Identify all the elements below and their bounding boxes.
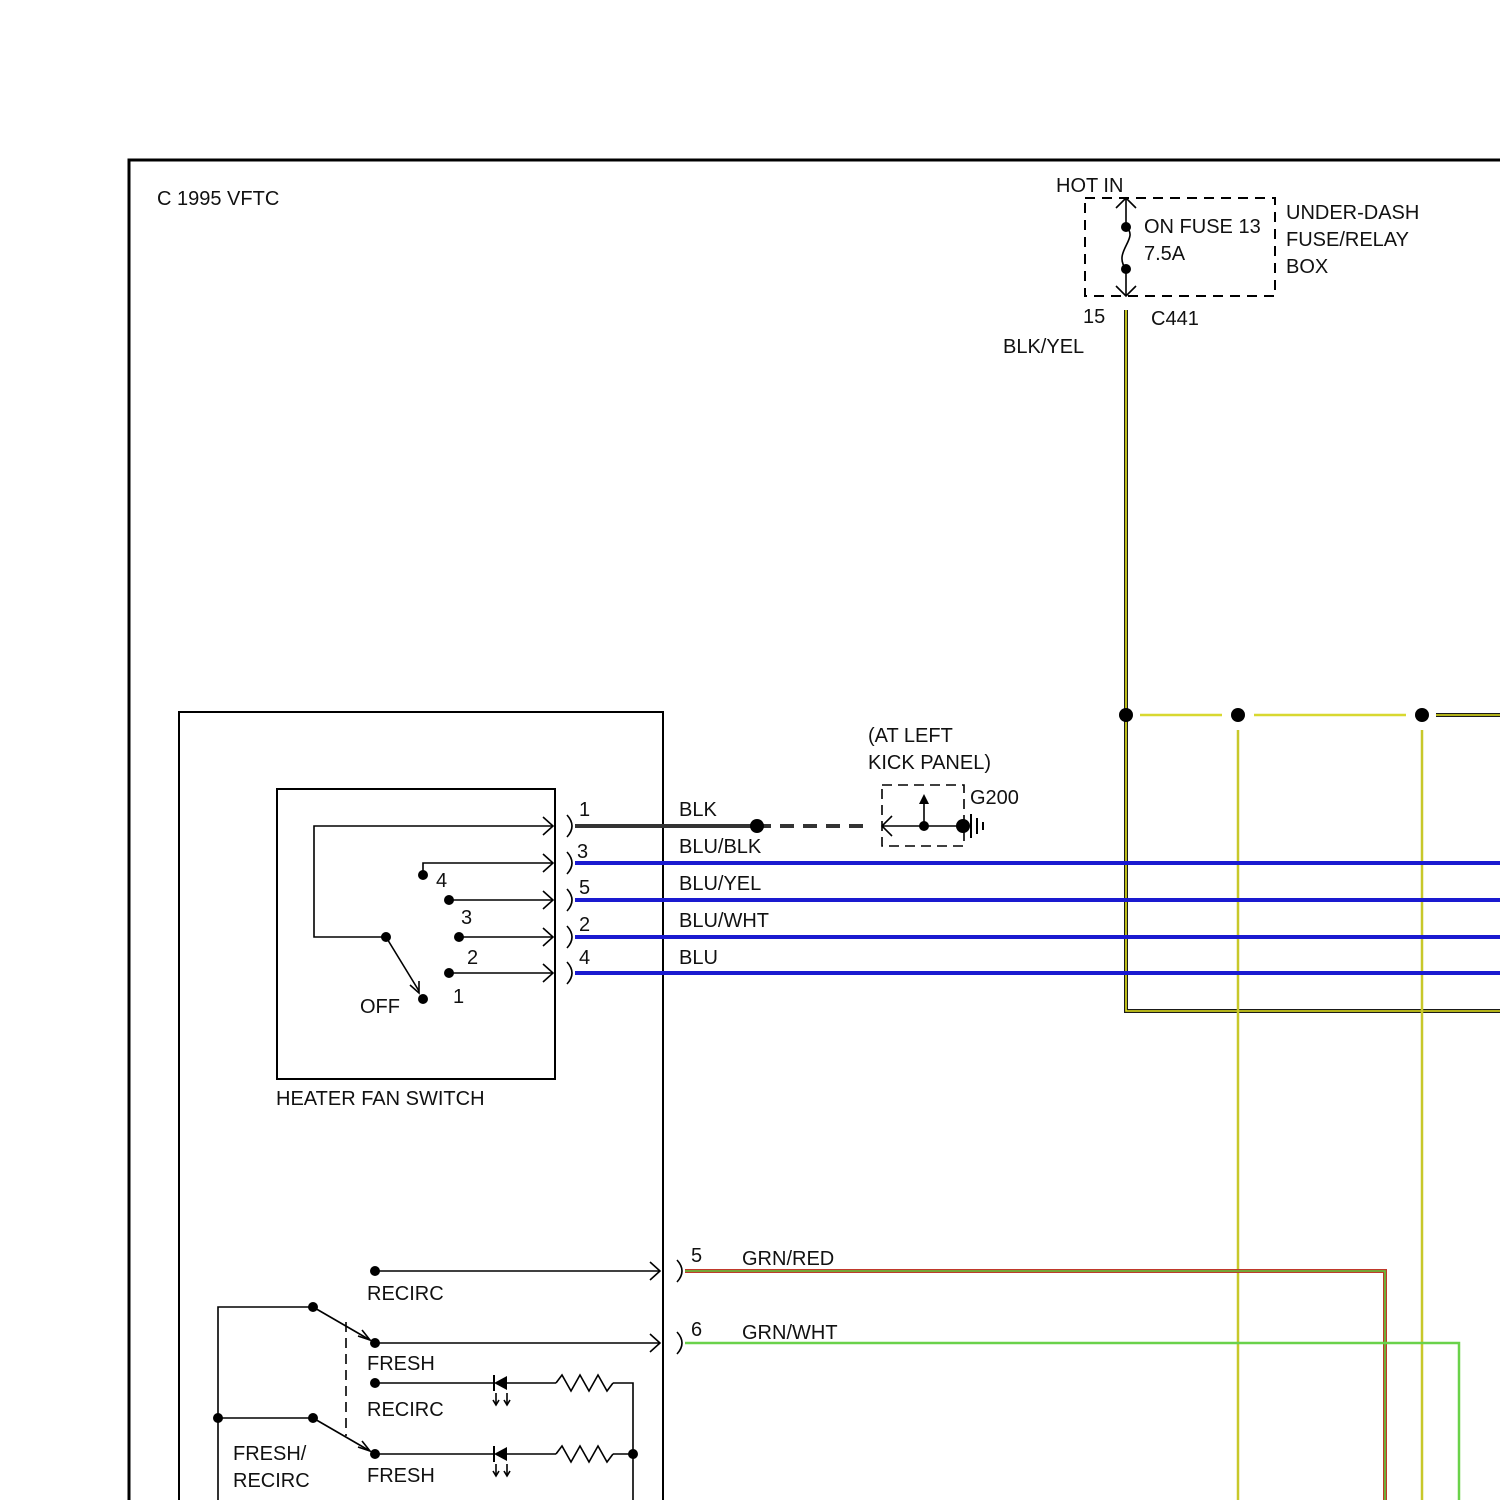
blk-yel-wiring xyxy=(1119,310,1500,1500)
ground-location-line2: KICK PANEL) xyxy=(868,752,991,774)
blk-yel-wire-label: BLK/YEL xyxy=(1003,336,1084,358)
fresh-label-top: FRESH xyxy=(367,1353,435,1375)
wire-label-blu-wht: BLU/WHT xyxy=(679,910,769,932)
contact-dot-1 xyxy=(444,968,454,978)
blk-yel-main-wire-outer xyxy=(1126,310,1500,1011)
recirc-label-top: RECIRC xyxy=(367,1283,444,1305)
connector-pin-4 xyxy=(567,962,572,984)
fresh-label-bottom: FRESH xyxy=(367,1465,435,1487)
fresh-recirc-wires: GRN/RED GRN/WHT xyxy=(685,1248,1459,1500)
wire-label-grn-wht: GRN/WHT xyxy=(742,1322,838,1344)
wire-label-blu-blk: BLU/BLK xyxy=(679,836,762,858)
common-junction xyxy=(213,1413,223,1423)
fuse-pin-label: 15 xyxy=(1083,306,1105,328)
heater-fan-switch-outline xyxy=(277,789,555,1079)
splice-dot-2 xyxy=(1231,708,1245,722)
connector-pin-1 xyxy=(567,815,572,837)
recirc-resistor-return xyxy=(613,1383,633,1500)
grn-wht-wire xyxy=(685,1343,1459,1500)
connector-pin-5-recirc xyxy=(677,1260,682,1282)
blk-yel-main-wire-inner xyxy=(1126,310,1500,1011)
fresh-recirc-switch-label-line1: FRESH/ xyxy=(233,1443,307,1465)
pin-number-3: 3 xyxy=(577,841,588,863)
blade-upper xyxy=(313,1307,370,1340)
wire-label-blu: BLU xyxy=(679,947,718,969)
fuse-label-line1: ON FUSE 13 xyxy=(1144,216,1261,238)
splice-dot-3 xyxy=(1415,708,1429,722)
heater-fan-switch-label: HEATER FAN SWITCH xyxy=(276,1088,485,1110)
ground-arrow-up xyxy=(919,794,929,804)
fresh-led-diode xyxy=(494,1447,507,1461)
contact-dot-3 xyxy=(444,895,454,905)
connector-pin-6-fresh xyxy=(677,1332,682,1354)
contact-dot-4 xyxy=(418,870,428,880)
box-label-line2: FUSE/RELAY xyxy=(1286,229,1409,251)
fresh-recirc-switch-label-line2: RECIRC xyxy=(233,1470,310,1492)
pin-number-6-fresh: 6 xyxy=(691,1319,702,1341)
box-label-line1: UNDER-DASH xyxy=(1286,202,1419,224)
position-label-3: 3 xyxy=(461,907,472,929)
blk-wire-splice xyxy=(750,819,764,833)
grn-red-wire-inner xyxy=(685,1271,1385,1500)
pin-number-2: 2 xyxy=(579,914,590,936)
position-label-4: 4 xyxy=(436,870,447,892)
wire-label-blu-yel: BLU/YEL xyxy=(679,873,761,895)
wire-label-blk: BLK xyxy=(679,799,717,821)
hot-in-label: HOT IN xyxy=(1056,175,1123,197)
connector-pin-5 xyxy=(567,889,572,911)
recirc-led-diode xyxy=(494,1376,507,1390)
pin-number-1: 1 xyxy=(579,799,590,821)
ground-g200: (AT LEFT KICK PANEL) G200 xyxy=(868,725,1019,846)
blade-lower xyxy=(313,1418,370,1451)
switch-common-line xyxy=(314,826,553,937)
connector-pin-2 xyxy=(567,926,572,948)
connector-label: C441 xyxy=(1151,308,1199,330)
grn-red-wire-outer xyxy=(685,1271,1385,1500)
pin-number-4: 4 xyxy=(579,947,590,969)
diagram-frame xyxy=(129,160,1500,1500)
resistor-junction xyxy=(628,1449,638,1459)
pin-number-5-recirc: 5 xyxy=(691,1245,702,1267)
fuse-element xyxy=(1122,227,1130,269)
wire-label-grn-red: GRN/RED xyxy=(742,1248,834,1270)
connector-pin-3 xyxy=(567,852,572,874)
recirc-label-bottom: RECIRC xyxy=(367,1399,444,1421)
fresh-recirc-switch: RECIRC FRESH RECIRC xyxy=(213,1245,702,1500)
ground-location-line1: (AT LEFT xyxy=(868,725,953,747)
ground-connector-outline xyxy=(882,785,964,846)
recirc-resistor xyxy=(556,1375,613,1391)
position-label-off: OFF xyxy=(360,996,400,1018)
contact-dot-off xyxy=(418,994,428,1004)
copyright-label: C 1995 VFTC xyxy=(157,188,279,210)
ground-terminal xyxy=(956,819,970,833)
fuse-relay-box: HOT IN ON FUSE 13 7.5A UNDER-DASH FUSE/R… xyxy=(1003,175,1419,358)
pin-number-5: 5 xyxy=(579,877,590,899)
position-label-2: 2 xyxy=(467,947,478,969)
fresh-resistor xyxy=(556,1446,613,1462)
splice-dot-1 xyxy=(1119,708,1133,722)
contact-dot-2 xyxy=(454,932,464,942)
position-label-1: 1 xyxy=(453,986,464,1008)
ground-id-label: G200 xyxy=(970,787,1019,809)
heater-fan-switch: HEATER FAN SWITCH 4 3 2 1 OFF 1 xyxy=(276,789,590,1110)
box-label-line3: BOX xyxy=(1286,256,1328,278)
heater-fan-wires: BLK BLU/BLK BLU/YEL BLU/WHT BLU xyxy=(575,799,1500,973)
switch-blade xyxy=(386,937,419,991)
fuse-label-line2: 7.5A xyxy=(1144,243,1186,265)
